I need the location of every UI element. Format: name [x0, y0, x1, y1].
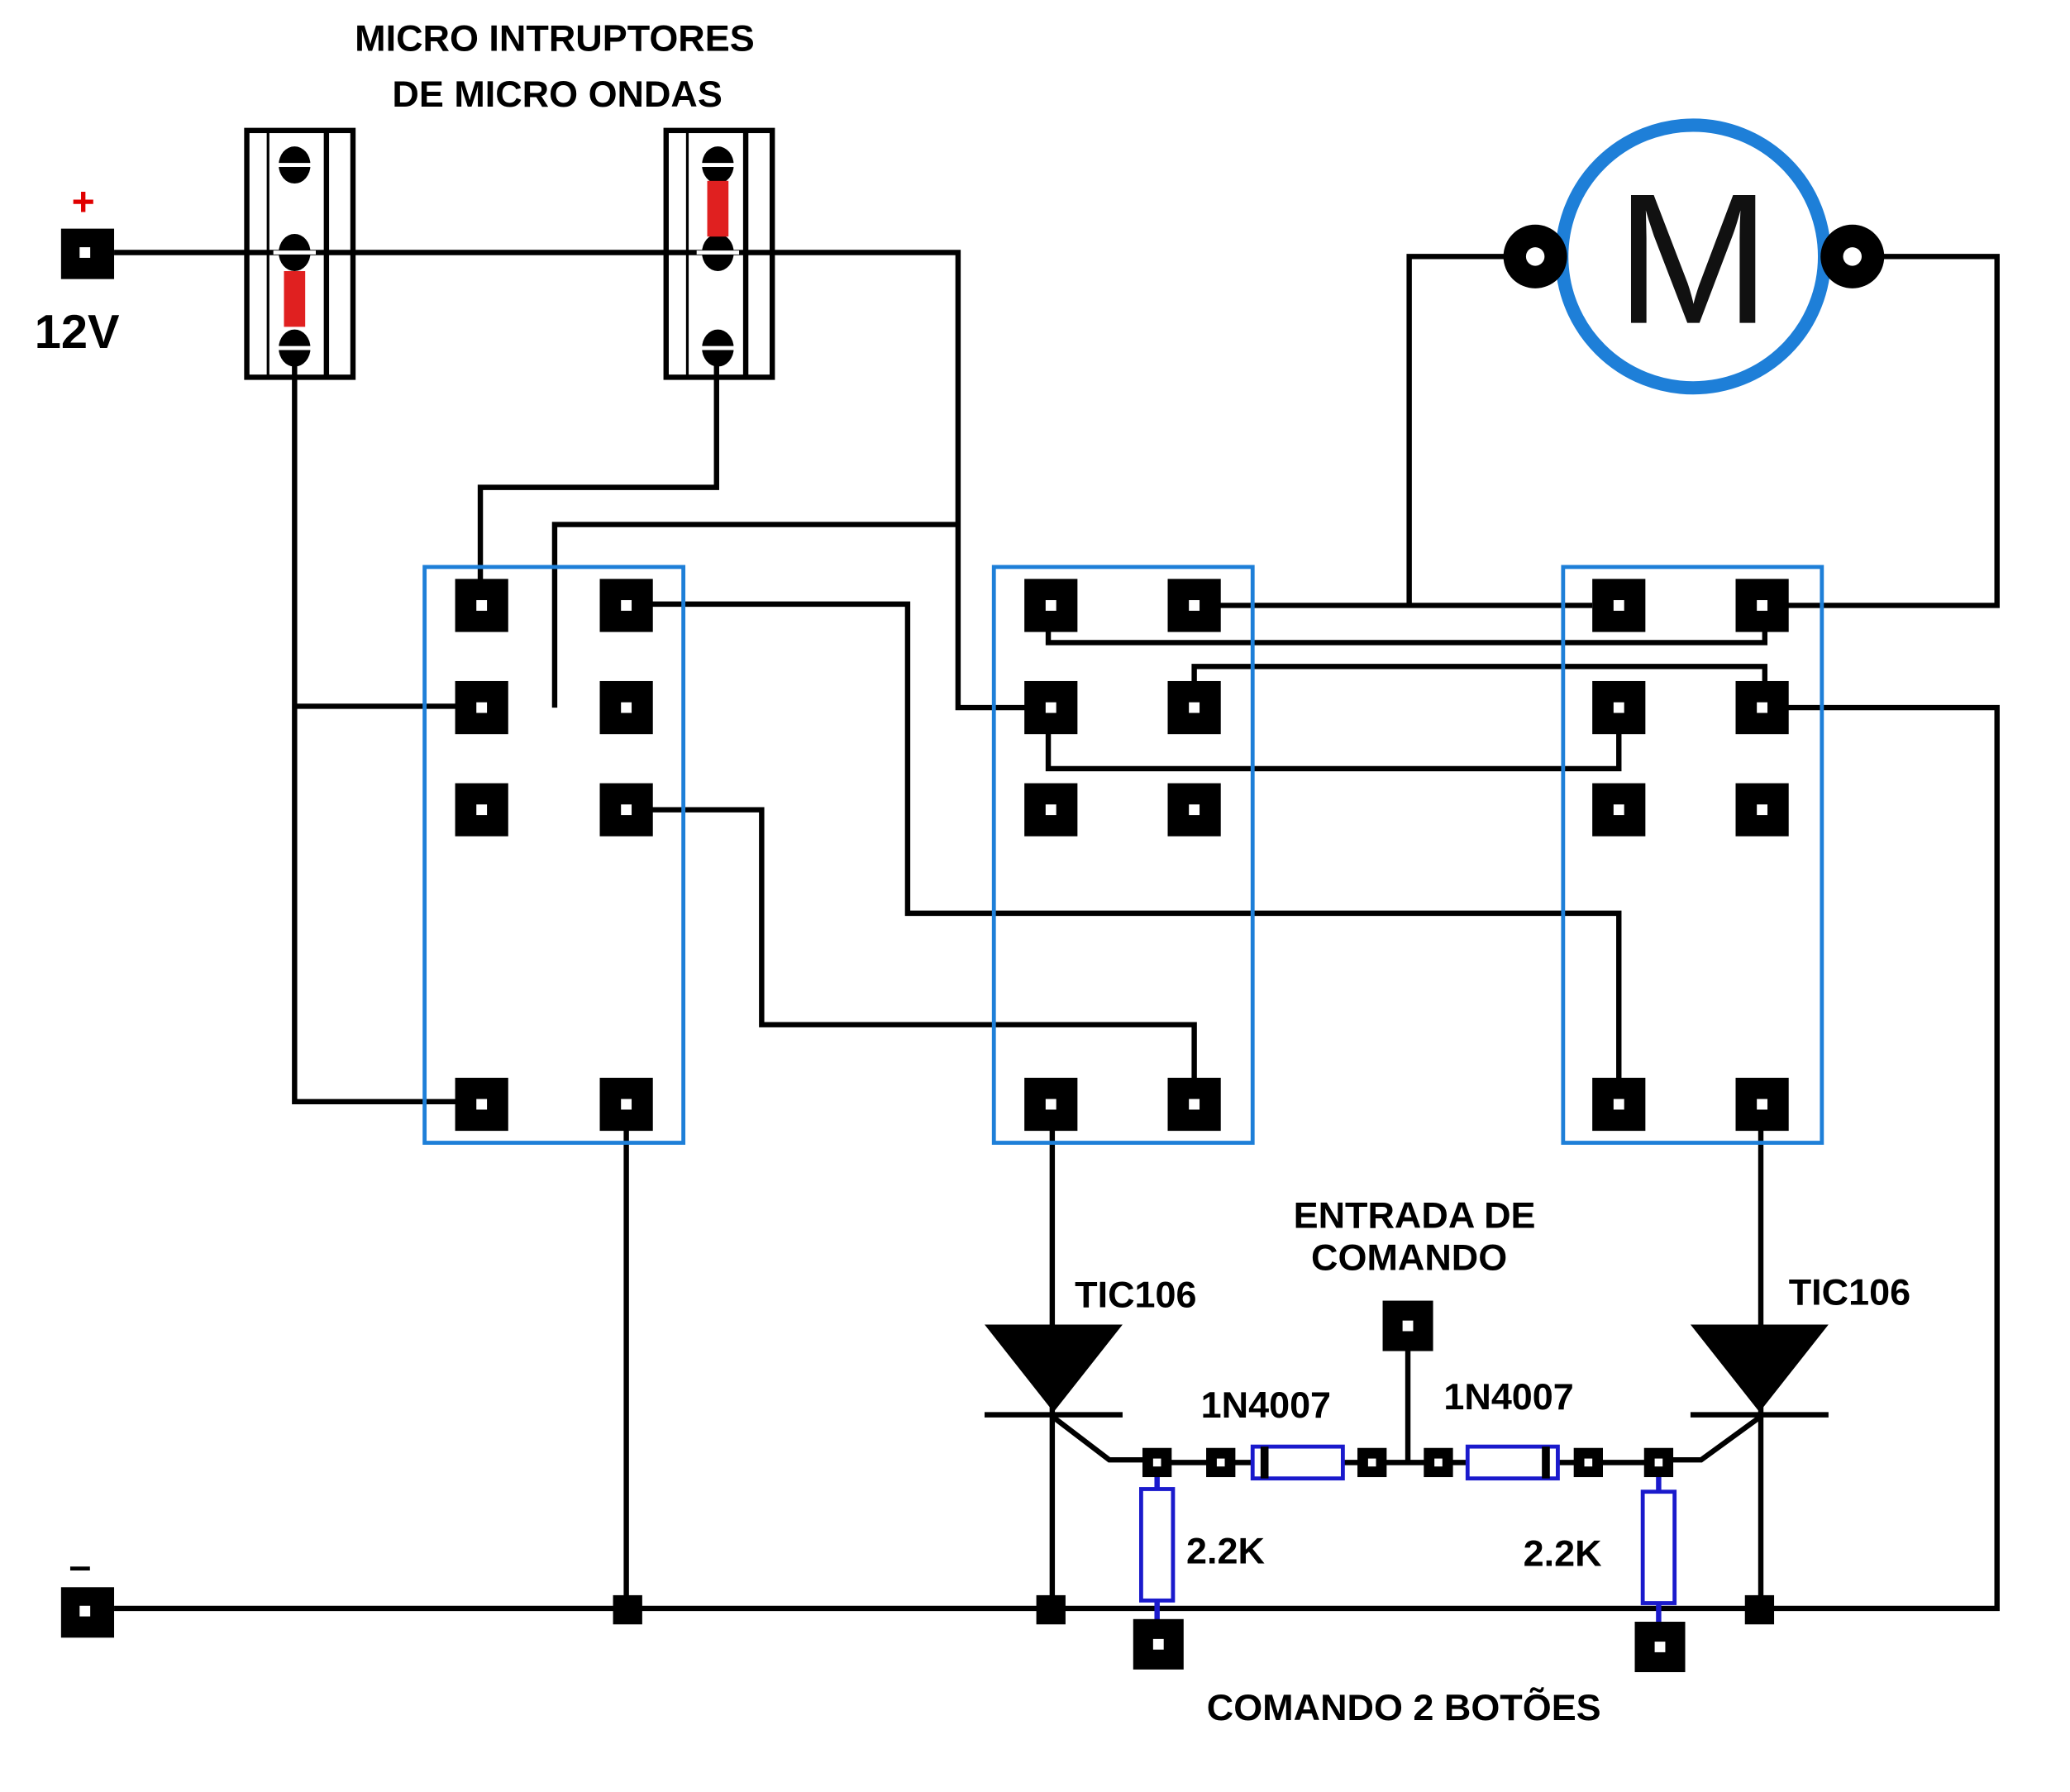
- relay-pin: [1592, 680, 1646, 735]
- relay-pin: [1592, 783, 1646, 836]
- diode-right[interactable]: [1465, 1444, 1560, 1481]
- positive-terminal[interactable]: [60, 228, 115, 279]
- relay-pin: [599, 783, 653, 836]
- scr-right-label: TIC106: [1789, 1270, 1910, 1313]
- relay-pin: [1167, 579, 1221, 632]
- ground-junction: [1744, 1594, 1775, 1625]
- plus-sign: +: [72, 180, 95, 225]
- relay-pin: [1167, 1077, 1221, 1132]
- resistor-right-label: 2.2K: [1524, 1532, 1602, 1575]
- relay-pin: [1592, 1077, 1646, 1132]
- relay-pin: [1024, 1077, 1078, 1132]
- relay-pin: [1024, 783, 1078, 836]
- scr-left[interactable]: [985, 1324, 1157, 1463]
- relay-pin: [1592, 579, 1646, 632]
- button-terminal-left[interactable]: [1133, 1618, 1184, 1670]
- relay-pin: [455, 680, 508, 735]
- motor-label: M: [1616, 155, 1771, 363]
- relays: [422, 565, 1824, 1145]
- relay-pin: [1167, 680, 1221, 735]
- relay-pin: [1024, 680, 1078, 735]
- micro-switch-2[interactable]: [663, 127, 775, 380]
- voltage-label: 12V: [35, 306, 120, 359]
- relay-pin: [599, 1077, 653, 1132]
- junction-pad: [1357, 1447, 1387, 1478]
- resistor-left[interactable]: [1139, 1473, 1176, 1639]
- micro-switch-1[interactable]: [244, 127, 356, 380]
- relay-pin: [455, 579, 508, 632]
- relay-pins: [455, 579, 1789, 1132]
- scr-left-label: TIC106: [1075, 1274, 1196, 1316]
- relay-pin: [455, 1077, 508, 1132]
- relay-pin: [455, 783, 508, 836]
- button-terminal-right[interactable]: [1634, 1622, 1686, 1672]
- relay-pin: [1024, 579, 1078, 632]
- junction-pad: [1206, 1447, 1236, 1478]
- title-line2: DE MICRO ONDAS: [392, 73, 722, 115]
- junction-pad: [1643, 1447, 1674, 1478]
- diode-right-label: 1N4007: [1443, 1375, 1573, 1418]
- relay-1[interactable]: [422, 565, 686, 1145]
- relay-pin: [599, 579, 653, 632]
- relay-pin: [599, 680, 653, 735]
- footer-label: COMANDO 2 BOTÕES: [1207, 1686, 1601, 1728]
- negative-terminal[interactable]: [60, 1587, 115, 1638]
- resistor-left-label: 2.2K: [1186, 1529, 1265, 1571]
- junction-pad: [1424, 1447, 1453, 1478]
- command-input-terminal[interactable]: [1382, 1300, 1433, 1351]
- title-line1: MICRO INTRUPTORES: [355, 17, 755, 60]
- input-label-line2: COMANDO: [1311, 1237, 1507, 1279]
- junction-pads: [1142, 1447, 1674, 1478]
- wires: [114, 250, 2000, 1612]
- diode-left[interactable]: [1250, 1444, 1345, 1481]
- relay-pin: [1735, 1077, 1789, 1132]
- resistor-right[interactable]: [1640, 1473, 1677, 1639]
- relay-3[interactable]: [1561, 565, 1824, 1145]
- input-label-line1: ENTRADA DE: [1294, 1194, 1536, 1236]
- minus-sign: –: [69, 1544, 91, 1589]
- junction-pad: [1573, 1447, 1603, 1478]
- relay-pin: [1167, 783, 1221, 836]
- ground-junction: [1036, 1594, 1066, 1625]
- scr-right[interactable]: [1658, 1324, 1829, 1463]
- relay-2[interactable]: [991, 565, 1255, 1145]
- relay-pin: [1735, 783, 1789, 836]
- junction-pad: [1142, 1447, 1172, 1478]
- ground-junction: [613, 1594, 642, 1625]
- diode-left-label: 1N4007: [1201, 1384, 1331, 1426]
- motor[interactable]: M: [1503, 118, 1885, 395]
- relay-pin: [1735, 680, 1789, 735]
- relay-pin: [1735, 579, 1789, 632]
